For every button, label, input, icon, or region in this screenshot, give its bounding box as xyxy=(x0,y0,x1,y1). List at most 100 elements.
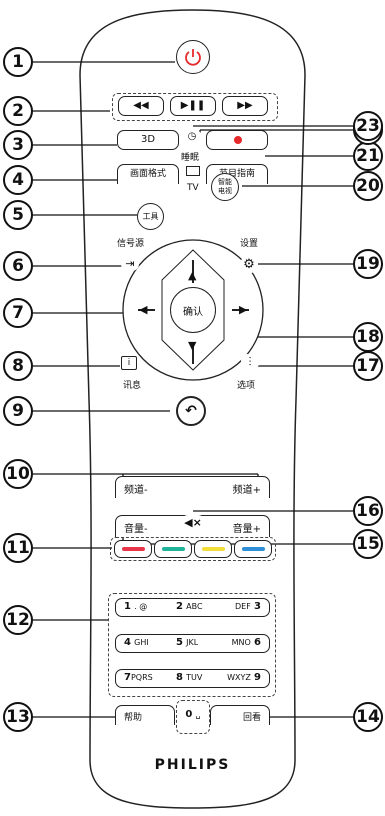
green-bar xyxy=(162,547,185,551)
smart-tv-button[interactable]: 智能电视 xyxy=(211,173,239,201)
callout-3: 3 xyxy=(3,130,33,160)
callout-14: 14 xyxy=(353,702,383,732)
power-button[interactable] xyxy=(176,40,210,74)
green-key[interactable] xyxy=(154,540,192,558)
callout-20: 20 xyxy=(353,171,383,201)
nav-left-button[interactable]: ◀ xyxy=(139,303,148,316)
play-pause-icon: ▶❚❚ xyxy=(180,100,206,111)
callout-4: 4 xyxy=(3,165,33,195)
numpad-row-2: 4 GHI 5 JKL MNO 6 xyxy=(115,634,270,653)
source-button[interactable]: ⇥ xyxy=(121,257,139,271)
source-label: 信号源 xyxy=(117,239,145,249)
settings-label: 设置 xyxy=(240,239,259,249)
record-button[interactable] xyxy=(206,130,268,150)
key-3[interactable]: DEF 3 xyxy=(235,601,261,612)
key-6[interactable]: MNO 6 xyxy=(231,637,261,648)
settings-button[interactable]: ⚙ xyxy=(240,257,258,273)
channel-minus-button[interactable]: 频道- 频道+ xyxy=(115,476,270,498)
nav-down-button[interactable]: ▼ xyxy=(188,339,197,352)
info-button[interactable]: i xyxy=(121,356,137,370)
tv-icon xyxy=(186,166,200,176)
callout-8: 8 xyxy=(3,351,33,381)
callout-17: 17 xyxy=(353,351,383,381)
callout-9: 9 xyxy=(3,396,33,426)
info-label: 讯息 xyxy=(123,381,142,391)
key-9[interactable]: WXYZ 9 xyxy=(227,672,261,683)
callout-7: 7 xyxy=(3,298,33,328)
volume-plus-label: 音量+ xyxy=(232,524,261,535)
red-bar xyxy=(122,547,145,551)
nav-pad-outline xyxy=(161,249,225,371)
rewind-icon: ◀◀ xyxy=(133,100,149,111)
nav-up-button[interactable]: ▲ xyxy=(188,269,197,282)
color-keys-group xyxy=(110,537,276,561)
power-icon xyxy=(185,49,201,66)
key-8[interactable]: 8 TUV xyxy=(176,672,203,683)
ok-button[interactable]: 确认 xyxy=(170,287,216,333)
nav-right-button[interactable]: ▶ xyxy=(239,303,248,316)
key-0[interactable]: 0 ␣ xyxy=(180,704,206,728)
fast-forward-icon: ▶▶ xyxy=(237,100,253,111)
callout-2: 2 xyxy=(3,96,33,126)
numpad-row-3: 7PQRS 8 TUV WXYZ 9 xyxy=(115,669,270,688)
key-7[interactable]: 7PQRS xyxy=(124,672,153,683)
play-pause-button[interactable]: ▶❚❚ xyxy=(170,96,216,116)
red-key[interactable] xyxy=(114,540,152,558)
key-4[interactable]: 4 GHI xyxy=(124,637,149,648)
key-0-group xyxy=(176,700,210,734)
rewind-button[interactable]: ◀◀ xyxy=(118,96,164,116)
blue-key[interactable] xyxy=(234,540,272,558)
options-label: 选项 xyxy=(237,381,256,391)
key-1[interactable]: 1 . @ xyxy=(124,601,148,612)
back-button[interactable]: ↶ xyxy=(176,396,206,426)
clock-icon: ◷ xyxy=(187,131,197,142)
key-5[interactable]: 5 JKL xyxy=(176,637,199,648)
record-icon xyxy=(234,136,242,144)
tools-button[interactable]: 工具 xyxy=(137,203,164,230)
smart-tv-label: 智能电视 xyxy=(218,178,232,195)
yellow-key[interactable] xyxy=(194,540,232,558)
yellow-bar xyxy=(202,547,225,551)
help-button[interactable]: 帮助 xyxy=(115,705,175,725)
picture-format-button[interactable]: 画面格式 xyxy=(117,164,179,184)
callout-10: 10 xyxy=(3,459,33,489)
callout-23: 23 xyxy=(353,111,383,141)
mute-button[interactable]: ◀× xyxy=(181,515,205,531)
sleep-button[interactable]: ◷ xyxy=(182,130,202,144)
callout-6: 6 xyxy=(3,251,33,281)
callout-15: 15 xyxy=(353,529,383,559)
playback-group xyxy=(112,93,278,121)
callout-19: 19 xyxy=(353,249,383,279)
forward-button[interactable]: ▶▶ xyxy=(222,96,268,116)
source-icon: ⇥ xyxy=(125,257,135,270)
numpad-group xyxy=(108,593,276,697)
gear-icon: ⚙ xyxy=(243,257,255,272)
3d-button[interactable]: 3D xyxy=(117,130,179,150)
info-icon: i xyxy=(127,358,131,368)
back-view-label: 回看 xyxy=(242,713,261,723)
callout-21: 21 xyxy=(353,141,383,171)
leader-lines xyxy=(32,61,356,718)
callout-11: 11 xyxy=(3,533,33,563)
tv-label: TV xyxy=(187,183,199,193)
callout-18: 18 xyxy=(353,322,383,352)
options-button[interactable]: ⫶ xyxy=(241,354,259,370)
back-view-button[interactable]: 回看 xyxy=(210,705,270,725)
help-label: 帮助 xyxy=(124,713,143,723)
callout-13: 13 xyxy=(3,702,33,732)
numpad-row-1: 1 . @ 2 ABC DEF 3 xyxy=(115,598,270,617)
tv-button[interactable] xyxy=(183,166,203,178)
callout-5: 5 xyxy=(3,200,33,230)
callout-12: 12 xyxy=(3,605,33,635)
callout-16: 16 xyxy=(353,496,383,526)
mute-icon: ◀× xyxy=(184,516,202,529)
options-icon: ⫶ xyxy=(248,355,252,369)
blue-bar xyxy=(242,547,265,551)
ok-label: 确认 xyxy=(183,306,203,318)
channel-plus-label: 频道+ xyxy=(232,485,261,496)
back-arrow-icon: ↶ xyxy=(185,403,197,419)
tools-label: 工具 xyxy=(142,212,159,221)
volume-minus-label: 音量- xyxy=(124,524,148,535)
key-2[interactable]: 2 ABC xyxy=(176,601,203,612)
brand-logo: PHILIPS xyxy=(154,757,231,773)
